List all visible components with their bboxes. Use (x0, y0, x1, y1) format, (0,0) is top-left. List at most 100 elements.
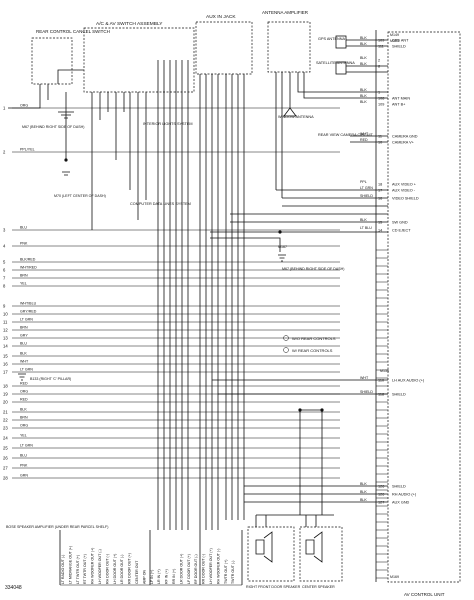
pin-number: 2 (378, 59, 380, 63)
wire-color-label: BRN (20, 416, 28, 420)
pin-function: AUX VIDEO + (392, 183, 417, 187)
pin-wire-color: PPL (360, 180, 367, 184)
pin-wire-color: BLK (360, 498, 367, 502)
wire-number: 5 (3, 260, 6, 265)
pin-number: 108 (378, 97, 384, 101)
pin-wire-color: BLK (360, 482, 367, 486)
pin-number: 18 (378, 183, 382, 187)
pin-function: RH AUDIO (+) (392, 493, 417, 497)
left-wire-row: 24 YEL (3, 434, 340, 441)
pin-wire-color: LT BLU (360, 226, 372, 230)
wire-color-label: BLK (20, 352, 27, 356)
pin-function: ANT B+ (392, 103, 406, 107)
wire-number: 8 (3, 284, 6, 289)
pin-number: 110 (378, 379, 384, 383)
ground-m67-label: M67 (BEHIND RIGHT SIDE OF DASH) (22, 125, 84, 129)
bose-connector-label: RT TWTR OUT (+) (83, 554, 87, 584)
wire-number: 7 (3, 276, 6, 281)
bose-connector-label: LT MIDRANGE OUT (+) (68, 546, 72, 584)
bose-connector-label: RR DOOR OUT (+) (128, 553, 132, 584)
pin-wire-color: BLK (360, 490, 367, 494)
wire-color-label: WHT/BLU (20, 302, 37, 306)
wire-number: 24 (3, 436, 8, 441)
bose-connector-label: RH WOOFER OUT (+) (91, 548, 95, 584)
wire-number: 23 (3, 426, 8, 431)
pin-number: 127 (378, 501, 384, 505)
pin-wire-color: WHT (360, 132, 369, 136)
wire-number: 14 (3, 344, 8, 349)
ac-av-switch-box (83, 27, 195, 93)
wire-color-label: RED (20, 398, 28, 402)
pin-wire-color: LT GRN (360, 186, 373, 190)
pin-number: 15 (378, 221, 382, 225)
wire-color-label: ORG (20, 104, 28, 108)
wire-color-label: ORG (20, 390, 28, 394)
pin-wire-color: BLK (360, 218, 367, 222)
wire-color-label: GRY/RED (20, 310, 37, 314)
wire-number: 3 (3, 228, 6, 233)
pin-number: 8 (378, 65, 380, 69)
wire-color-label: LT GRN (20, 444, 33, 448)
wire-number: 1 (3, 106, 6, 111)
bose-connector-label: LH DOOR OUT (+) (113, 554, 117, 584)
computer-data-lines-label: COMPUTER DATA LINES SYSTEM (130, 202, 191, 206)
wire-color-label: YEL (20, 282, 27, 286)
bose-connector-label: AMP ON (142, 569, 146, 584)
pin-number: 10 (378, 141, 382, 145)
wire-color-label: WHT/RED (20, 266, 37, 270)
wire-number: 18 (3, 384, 8, 389)
pin-function: ANT MAIN (392, 97, 410, 101)
wire-color-label: WHT (20, 360, 29, 364)
ground-m70-label: M70 (LEFT CENTER OF DASH) (54, 194, 106, 198)
pin-number: 126 (378, 493, 384, 497)
window-antenna-label: WINDOW ANTENNA (278, 115, 314, 119)
rear-camera-label: REAR VIEW CAMERA CIRCUIT (318, 133, 374, 137)
pin-function: SHIELD (392, 485, 406, 489)
gps-antenna-label: GPS ANTENNA (318, 37, 345, 41)
pin-number: 14 (378, 229, 382, 233)
image-code: 334048 (5, 585, 22, 591)
pin-number: 126 (378, 485, 384, 489)
wire-color-label: PNK (20, 464, 28, 468)
pin-function: GPS ANT (392, 39, 409, 43)
wire-number: 16 (3, 362, 8, 367)
wire-number: 21 (3, 410, 8, 415)
wire-number: 20 (3, 400, 8, 405)
wire-number: 6 (3, 268, 6, 273)
wire-color-label: YEL (20, 434, 27, 438)
left-wire-row: 22 BRN (3, 416, 340, 423)
wire-color-label: GRY (20, 334, 28, 338)
av-control-unit-header: AV CONTROL UNIT (404, 592, 445, 597)
legend-marker-2 (283, 347, 289, 353)
rear-control-header: REAR CONTROL CANCEL SWITCH (36, 29, 110, 34)
wire-color-label: BRN (20, 326, 28, 330)
bose-connector-label: LT RADIO OUT (-) (61, 555, 65, 584)
satellite-antenna-icon (335, 61, 347, 75)
wire-number: 22 (3, 418, 8, 423)
wire-color-label: BLK/RED (20, 258, 36, 262)
bose-connector-label: LF DOOR OUT (+) (187, 554, 191, 584)
bose-connector-label: RF IN (+) (165, 569, 169, 584)
wire-color-label: LT GRN (20, 318, 33, 322)
pin-number: 118 (378, 393, 384, 397)
pin-wire-color: WHT (360, 376, 369, 380)
